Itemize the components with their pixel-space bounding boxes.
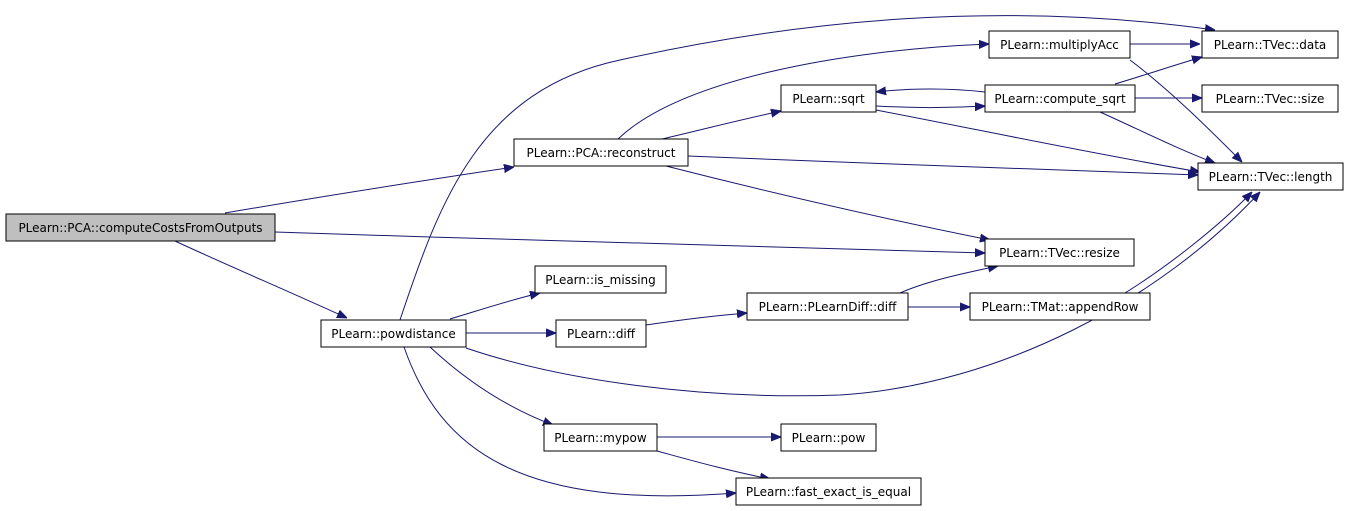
edges xyxy=(174,15,1260,496)
edge-powdistance-ismissing xyxy=(449,293,540,320)
node-label: PLearn::sqrt xyxy=(792,92,865,106)
edge-appendrow-length xyxy=(1124,192,1252,294)
node-reconstruct[interactable]: PLearn::PCA::reconstruct xyxy=(513,138,689,167)
edge-sqrt-compute-sqrt xyxy=(875,106,985,108)
edge-reconstruct-multiplyacc xyxy=(617,44,989,140)
node-tvec-resize[interactable]: PLearn::TVec::resize xyxy=(984,238,1135,267)
edge-powdistance-length xyxy=(465,192,1260,397)
node-tvec-length[interactable]: PLearn::TVec::length xyxy=(1197,162,1344,191)
node-fast-exact-is-equal[interactable]: PLearn::fast_exact_is_equal xyxy=(735,477,922,506)
node-label: PLearn::diff xyxy=(567,327,636,341)
node-label: PLearn::TVec::length xyxy=(1209,170,1333,184)
node-powdistance[interactable]: PLearn::powdistance xyxy=(320,319,467,348)
edge-diff-plearndiff xyxy=(645,313,747,326)
node-label: PLearn::TVec::resize xyxy=(999,246,1120,260)
edge-sqrt-length xyxy=(875,109,1200,172)
node-label: PLearn::TVec::data xyxy=(1214,38,1327,52)
node-mypow[interactable]: PLearn::mypow xyxy=(543,423,658,452)
node-append-row[interactable]: PLearn::TMat::appendRow xyxy=(969,292,1151,321)
node-diff[interactable]: PLearn::diff xyxy=(555,319,647,348)
node-label: PLearn::TVec::size xyxy=(1216,92,1325,106)
edge-mypow-fastexact xyxy=(656,450,770,479)
edge-compute-sqrt-length xyxy=(1099,111,1215,163)
edge-reconstruct-resize xyxy=(661,164,990,240)
node-label: PLearn::pow xyxy=(792,431,866,445)
node-multiply-acc[interactable]: PLearn::multiplyAcc xyxy=(988,30,1131,59)
node-label: PLearn::PCA::reconstruct xyxy=(527,146,676,160)
node-label: PLearn::PLearnDiff::diff xyxy=(759,300,898,314)
node-label: PLearn::TMat::appendRow xyxy=(982,300,1139,314)
edge-ccfo-resize xyxy=(274,231,985,253)
node-is-missing[interactable]: PLearn::is_missing xyxy=(534,265,667,294)
node-label: PLearn::compute_sqrt xyxy=(994,92,1126,106)
edge-reconstruct-length xyxy=(687,155,1198,175)
node-label: PLearn::is_missing xyxy=(545,273,656,287)
node-label: PLearn::mypow xyxy=(554,431,647,445)
node-compute-costs-from-outputs[interactable]: PLearn::PCA::computeCostsFromOutputs xyxy=(5,213,276,242)
node-label: PLearn::multiplyAcc xyxy=(1000,38,1119,52)
node-tvec-size[interactable]: PLearn::TVec::size xyxy=(1201,84,1339,113)
edge-powdistance-fastexact xyxy=(403,346,736,496)
node-label: PLearn::powdistance xyxy=(331,327,455,341)
edge-powdistance-mypow xyxy=(429,346,553,425)
edge-ccfo-reconstruct xyxy=(224,167,514,214)
node-pow[interactable]: PLearn::pow xyxy=(780,423,877,452)
node-plearndiff-diff[interactable]: PLearn::PLearnDiff::diff xyxy=(746,292,909,321)
edge-compute-sqrt-sqrt xyxy=(876,89,986,92)
node-label: PLearn::fast_exact_is_equal xyxy=(746,485,911,499)
edge-multiplyacc-length xyxy=(1129,59,1242,162)
edge-ccfo-powdistance xyxy=(174,240,347,318)
edge-plearndiff-resize xyxy=(899,266,998,294)
node-compute-sqrt[interactable]: PLearn::compute_sqrt xyxy=(984,84,1136,113)
edge-reconstruct-sqrt xyxy=(661,111,781,140)
edge-powdistance-data xyxy=(399,15,1215,321)
edge-compute-sqrt-data xyxy=(1114,57,1202,85)
node-sqrt[interactable]: PLearn::sqrt xyxy=(780,84,877,113)
node-tvec-data[interactable]: PLearn::TVec::data xyxy=(1201,30,1339,59)
node-label: PLearn::PCA::computeCostsFromOutputs xyxy=(18,221,262,235)
